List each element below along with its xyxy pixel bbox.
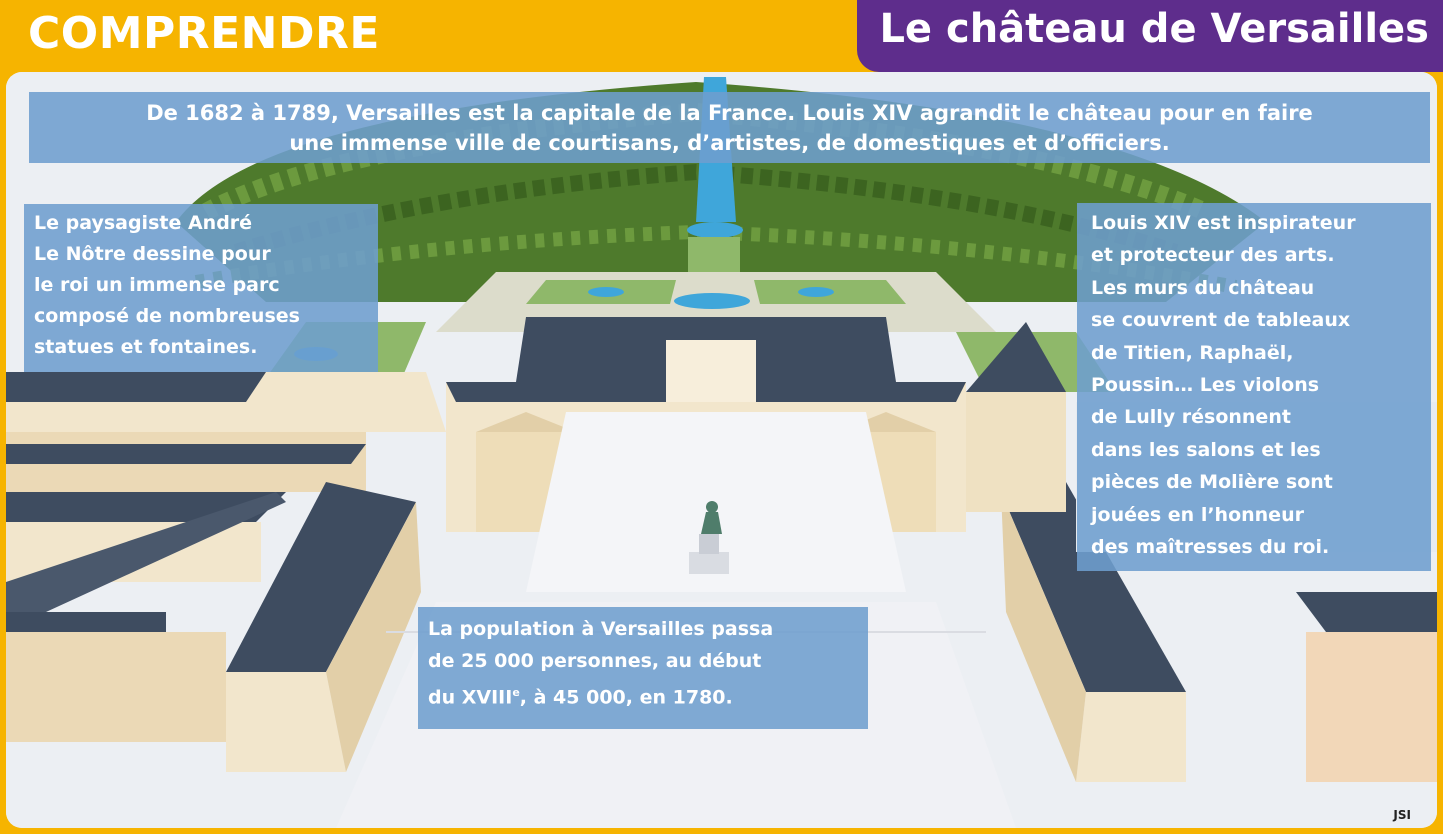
intro-line-2: une immense ville de courtisans, d’artis… xyxy=(289,131,1170,155)
caption-line: de Titien, Raphaël, xyxy=(1091,341,1294,364)
caption-line: Le paysagiste André xyxy=(34,212,253,234)
caption-line: du XVIIIe, à 45 000, en 1780. xyxy=(428,677,858,713)
caption-line: Louis XIV est inspirateur xyxy=(1091,212,1356,234)
caption-text: du XVIII xyxy=(428,686,513,709)
arts-caption: Louis XIV est inspirateur et protecteur … xyxy=(1077,203,1431,571)
caption-line: Les murs du château xyxy=(1091,276,1315,299)
century-superscript: e xyxy=(512,686,520,699)
credit: JSI xyxy=(1393,808,1411,822)
caption-line: se couvrent de tableaux xyxy=(1091,309,1351,332)
left-ministers-wing xyxy=(226,482,421,772)
caption-line: pièces de Molière sont xyxy=(1091,471,1333,494)
fountain-icon xyxy=(798,287,834,297)
caption-line: de 25 000 personnes, au début xyxy=(428,650,762,672)
population-caption: La population à Versailles passa de 25 0… xyxy=(418,607,868,729)
caption-line: et protecteur des arts. xyxy=(1091,244,1335,267)
caption-line: jouées en l’honneur xyxy=(1091,503,1304,526)
caption-line: composé de nombreuses xyxy=(34,305,300,327)
caption-line: statues et fontaines. xyxy=(34,336,258,358)
title-tab: Le château de Versailles xyxy=(857,0,1443,72)
caption-line: des maîtresses du roi. xyxy=(1091,536,1330,559)
right-ministers-wing xyxy=(1001,482,1186,782)
section-kicker: COMPRENDRE xyxy=(28,8,380,59)
caption-line: de Lully résonnent xyxy=(1091,406,1291,429)
chapel-icon xyxy=(966,322,1066,512)
caption-line: Poussin… Les violons xyxy=(1091,374,1320,397)
caption-line: le roi un immense parc xyxy=(34,274,280,296)
fountain-icon xyxy=(588,287,624,297)
town-buildings-left xyxy=(6,372,446,742)
fountain-icon xyxy=(674,293,750,309)
intro-line-1: De 1682 à 1789, Versailles est la capita… xyxy=(146,101,1313,125)
caption-line: Le Nôtre dessine pour xyxy=(34,243,271,265)
page-title: Le château de Versailles xyxy=(879,6,1429,52)
caption-text: , à 45 000, en 1780. xyxy=(519,686,733,709)
le-notre-caption: Le paysagiste André Le Nôtre dessine pou… xyxy=(24,204,378,372)
equestrian-statue-icon xyxy=(689,501,729,574)
caption-line: La population à Versailles passa xyxy=(428,618,774,640)
intro-caption: De 1682 à 1789, Versailles est la capita… xyxy=(29,92,1430,163)
caption-line: dans les salons et les xyxy=(1091,438,1321,461)
